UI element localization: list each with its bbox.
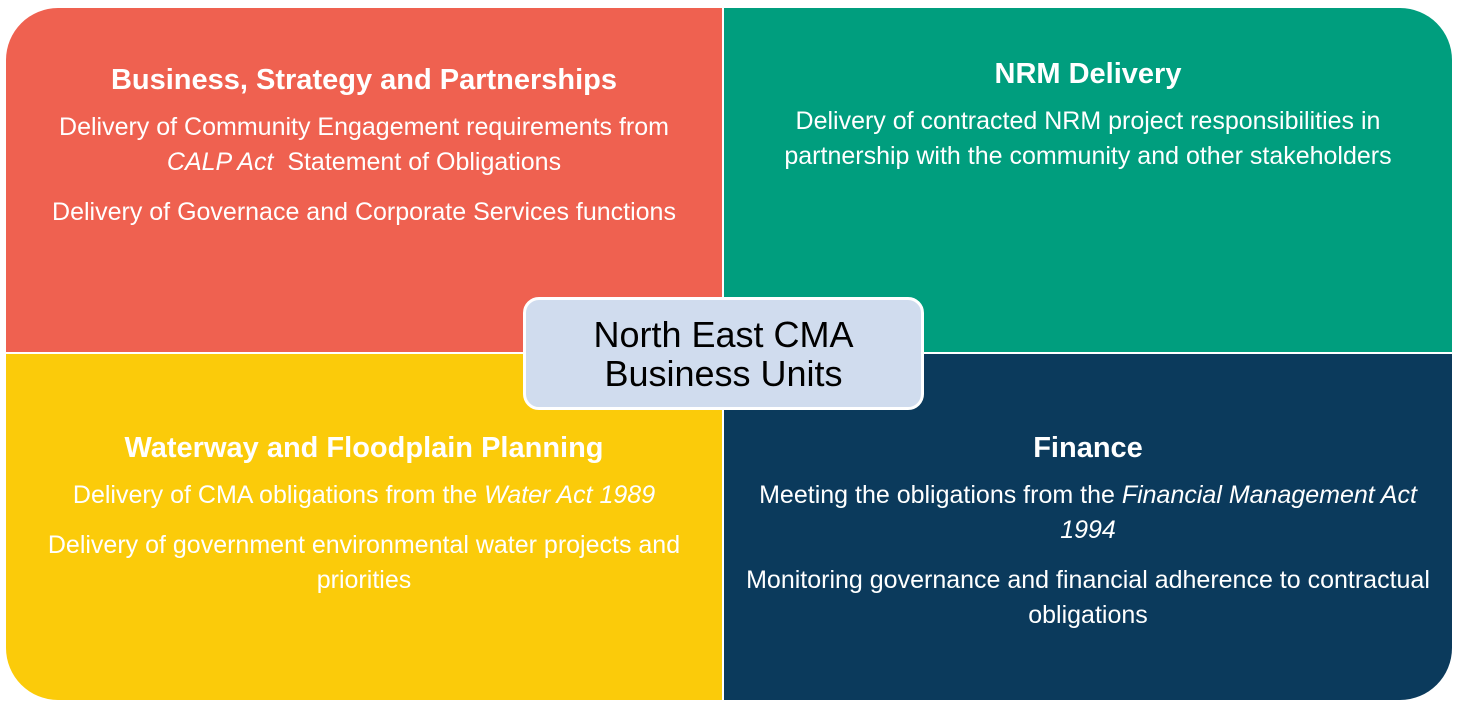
business-strategy-partnerships-unit: Business, Strategy and Partnerships Deli… <box>6 8 722 352</box>
act-name: CALP Act <box>166 148 274 176</box>
unit-description: Delivery of Governace and Corporate Serv… <box>52 198 676 226</box>
waterway-floodplain-planning-unit: Waterway and Floodplain Planning Deliver… <box>6 354 722 700</box>
text: Statement of Obligations <box>273 148 562 176</box>
center-label: North East CMA Business Units <box>523 297 924 410</box>
nrm-delivery-unit: NRM Delivery Delivery of contracted NRM … <box>724 8 1452 352</box>
unit-description: Delivery of government environmental wat… <box>47 531 681 594</box>
unit-title: NRM Delivery <box>994 58 1182 90</box>
unit-description: Meeting the obligations from the Financi… <box>743 478 1433 548</box>
act-name: Financial Management Act 1994 <box>1060 481 1417 544</box>
unit-description: Monitoring governance and financial adhe… <box>746 566 1430 629</box>
unit-title: Business, Strategy and Partnerships <box>110 64 618 96</box>
text: Delivery of CMA obligations from the <box>72 481 485 509</box>
unit-title: Finance <box>1033 432 1143 464</box>
text: Delivery of Community Engagement require… <box>59 113 669 141</box>
act-name: Water Act 1989 <box>484 481 656 509</box>
unit-title: Waterway and Floodplain Planning <box>124 432 604 464</box>
center-label-line1: North East CMA <box>593 313 854 355</box>
unit-description: Delivery of contracted NRM project respo… <box>784 107 1392 170</box>
unit-description: Delivery of Community Engagement require… <box>29 110 699 180</box>
finance-unit: Finance Meeting the obligations from the… <box>724 354 1452 700</box>
unit-description: Delivery of CMA obligations from the Wat… <box>29 478 699 513</box>
text: Meeting the obligations from the <box>759 481 1122 509</box>
center-label-line2: Business Units <box>604 352 843 394</box>
